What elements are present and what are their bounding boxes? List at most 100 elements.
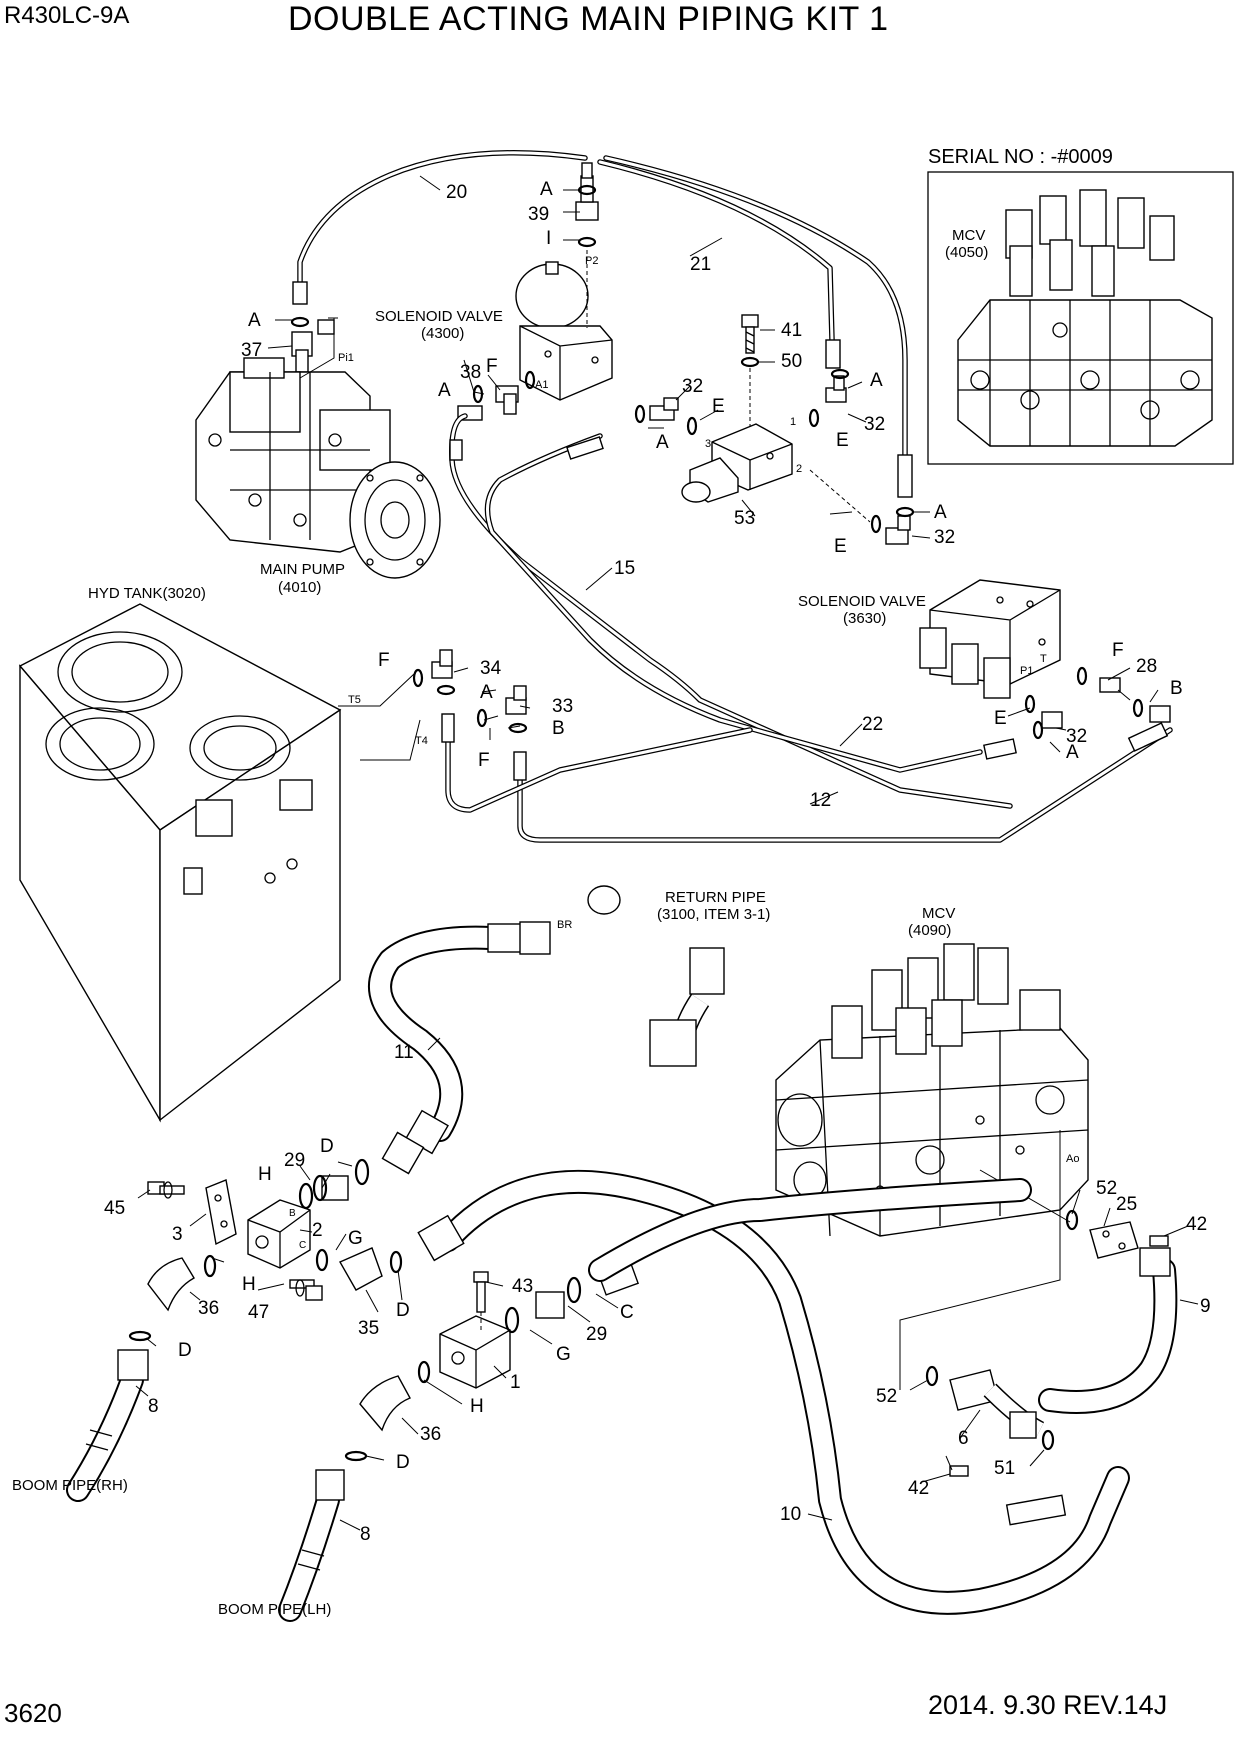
letter-i: I (546, 228, 551, 249)
letter-a: A (1066, 742, 1079, 763)
letter-f: F (486, 356, 498, 377)
part-callouts: 20 21 39 37 38 41 50 32 32 32 32 53 15 3… (104, 182, 1211, 1545)
callout-1: 1 (510, 1372, 521, 1393)
inset-mcv-4050: MCV (4050) (927, 171, 1234, 465)
inset-mcv-code: (4050) (945, 244, 988, 261)
letter-d: D (396, 1452, 410, 1473)
return-pipe-3100: BR (557, 885, 777, 1067)
callout-47: 47 (248, 1302, 269, 1323)
callout-29-a: 29 (284, 1150, 305, 1171)
callout-32-d: 32 (1066, 726, 1087, 747)
callout-15: 15 (614, 558, 635, 579)
callout-53: 53 (734, 508, 755, 529)
mcv-main-label: MCV (922, 905, 955, 922)
callout-37: 37 (241, 340, 262, 361)
hose-12 (441, 713, 1173, 843)
tee-37 (290, 316, 335, 373)
callout-2: 2 (312, 1220, 323, 1241)
callout-25: 25 (1116, 1194, 1137, 1215)
flange-25 (1065, 1209, 1169, 1259)
return-pipe-code: (3100, ITEM 3-1) (657, 906, 770, 923)
letter-e: E (836, 430, 849, 451)
hose-8-rh (66, 1349, 149, 1502)
inset-mcv-label: MCV (952, 227, 985, 244)
port-3: 3 (705, 438, 711, 450)
fitting-32-lower (809, 469, 915, 545)
solenoid-valve-3630 (919, 579, 1061, 699)
adapter-29-upper (298, 1158, 370, 1210)
solenoid-valve-4300-code: (4300) (421, 325, 464, 342)
solenoid-valve-3630-code: (3630) (843, 610, 886, 627)
callout-42-b: 42 (908, 1478, 929, 1499)
block-2: B C (247, 1199, 311, 1269)
callout-10: 10 (780, 1504, 801, 1525)
callout-35: 35 (358, 1318, 379, 1339)
letter-a: A (480, 682, 493, 703)
letter-a: A (540, 179, 553, 200)
callout-22: 22 (862, 714, 883, 735)
hose-20 (292, 150, 588, 305)
hyd-tank-3020 (18, 603, 421, 1123)
letter-h: H (258, 1164, 272, 1185)
letter-e: E (834, 536, 847, 557)
callout-42-a: 42 (1186, 1214, 1207, 1235)
adapter-29-lower (504, 1276, 582, 1334)
callout-32-a: 32 (682, 376, 703, 397)
solenoid-valve-4300-label: SOLENOID VALVE (375, 308, 503, 325)
solenoid-valve-3630-label: SOLENOID VALVE (798, 593, 926, 610)
callout-32-c: 32 (934, 527, 955, 548)
letter-f: F (1112, 640, 1124, 661)
letter-g: G (348, 1228, 363, 1249)
callout-8-b: 8 (360, 1524, 371, 1545)
callout-36-a: 36 (198, 1298, 219, 1319)
main-pump-label: MAIN PUMP (260, 561, 345, 578)
port-p1: P1 (1020, 665, 1033, 677)
bolt-41 (741, 314, 759, 354)
elbow-33 (476, 685, 528, 734)
port-b: B (289, 1208, 296, 1219)
serial-number: SERIAL NO : -#0009 (928, 146, 1113, 168)
hyd-tank-label: HYD TANK(3020) (88, 585, 206, 602)
callout-39: 39 (528, 204, 549, 225)
letter-a: A (656, 432, 669, 453)
letter-d: D (178, 1340, 192, 1361)
elbow-38 (457, 370, 536, 421)
callout-32-b: 32 (864, 414, 885, 435)
elbow-35 (315, 1247, 403, 1291)
letter-a: A (934, 502, 947, 523)
port-t: T (1040, 653, 1047, 665)
callout-20: 20 (446, 182, 467, 203)
hose-9 (1038, 1247, 1178, 1414)
port-br: BR (557, 919, 572, 931)
tee-39 (575, 162, 599, 328)
bolt-43 (473, 1271, 489, 1330)
model-number: R430LC-9A (4, 2, 130, 29)
hose-10 (417, 1169, 1130, 1615)
bolt-47 (289, 1279, 323, 1301)
callout-9: 9 (1200, 1296, 1211, 1317)
main-pump-code: (4010) (278, 579, 321, 596)
callout-3: 3 (172, 1224, 183, 1245)
connection-letters: A I A F A A E A E A E F A B F F B E A D … (178, 179, 1183, 1473)
boom-pipe-rh-label: BOOM PIPE(RH) (12, 1477, 128, 1494)
fitting-32-sv (1024, 694, 1063, 740)
callout-45: 45 (104, 1198, 125, 1219)
letter-h: H (242, 1274, 256, 1295)
callout-29-b: 29 (586, 1324, 607, 1345)
return-pipe-label: RETURN PIPE (665, 889, 766, 906)
elbow-36-lower (344, 1360, 431, 1462)
mcv-4090: Bo Ao (775, 943, 1089, 1390)
solenoid-valve-4300 (515, 261, 613, 401)
washer-50 (740, 356, 760, 428)
port-2: 2 (796, 463, 802, 475)
hose-15 (449, 413, 1013, 809)
callout-21: 21 (690, 254, 711, 275)
valve-53 (681, 423, 793, 503)
letter-b: B (1170, 678, 1183, 699)
letter-b: B (552, 718, 565, 739)
hose-21 (597, 155, 913, 498)
callout-41: 41 (781, 320, 802, 341)
port-1: 1 (790, 416, 796, 428)
callout-33: 33 (552, 696, 573, 717)
bolt-45 (147, 1181, 185, 1199)
